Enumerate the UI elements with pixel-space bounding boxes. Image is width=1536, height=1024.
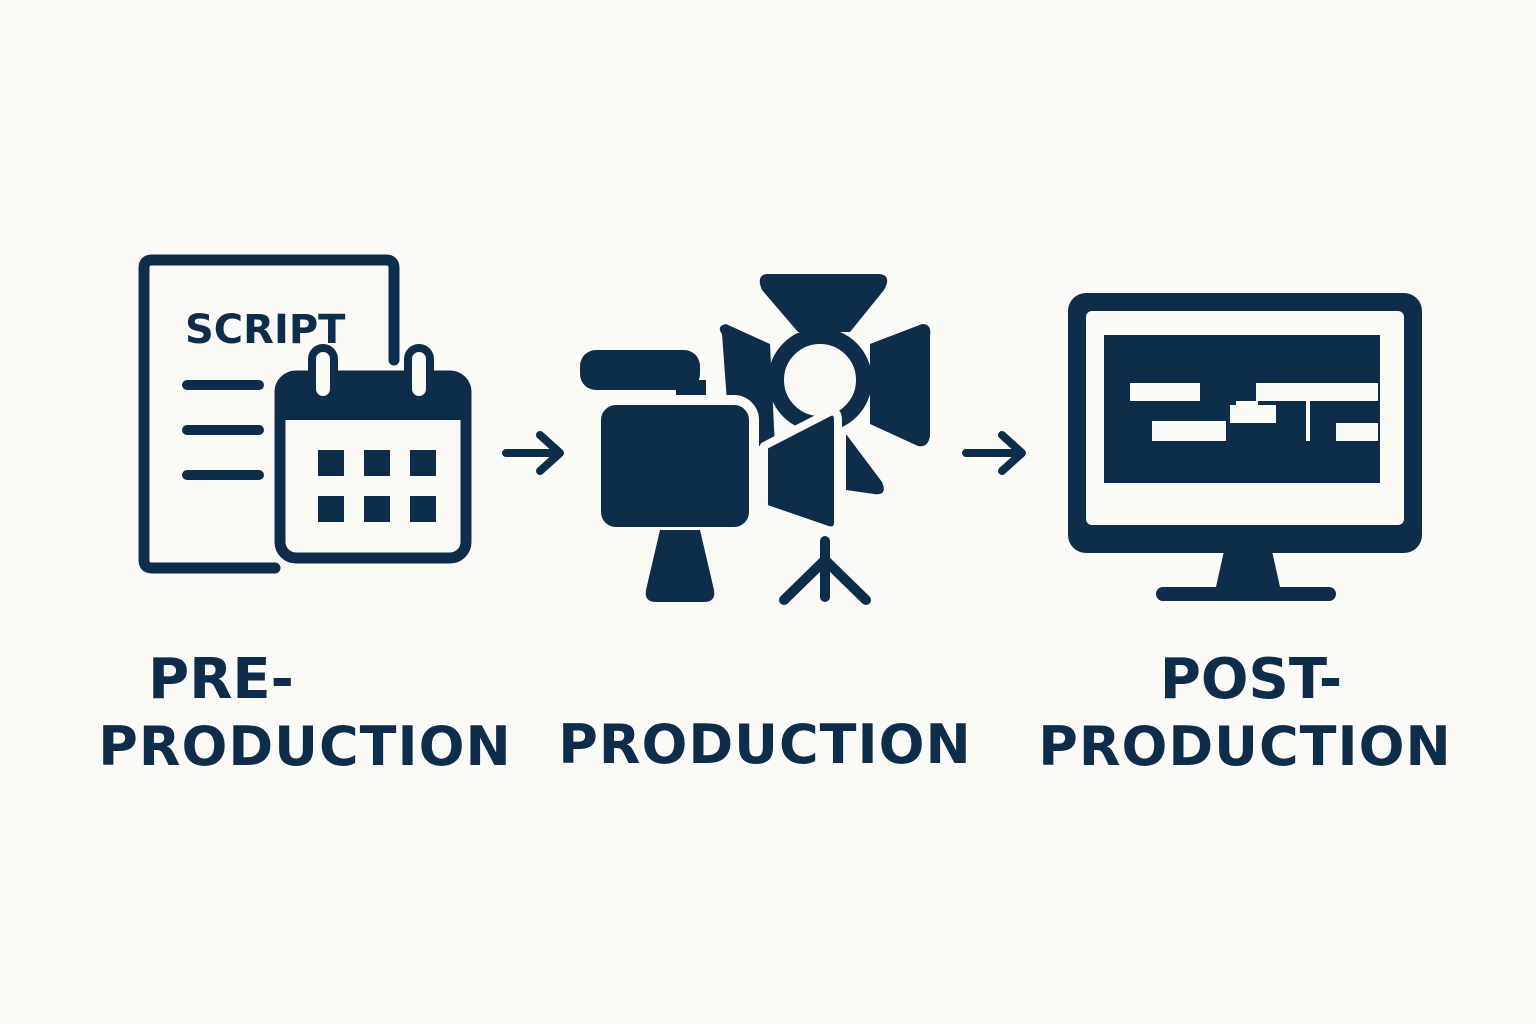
arrow-right-icon	[962, 431, 1026, 475]
script-calendar-icon: SCRIPT	[138, 254, 472, 574]
camera-and-light-icon	[580, 274, 931, 605]
stage-label-line: PRODUCTION	[558, 713, 972, 776]
editing-timeline	[1104, 335, 1380, 483]
stage-label-production: PRODUCTION	[540, 718, 990, 772]
stage-label-post-production: POST- PRODUCTION	[1010, 652, 1480, 774]
calendar-icon	[274, 344, 472, 564]
arrow-right-icon	[502, 431, 564, 475]
script-document-icon: SCRIPT	[138, 254, 400, 574]
stage-label-pre-production: PRE- PRODUCTION	[70, 652, 540, 774]
stage-label-line: PRE-	[148, 647, 294, 712]
stage-label-line: PRODUCTION	[98, 715, 512, 778]
video-camera-icon	[580, 350, 842, 602]
script-line	[182, 425, 264, 435]
stage-label-line: POST-	[1159, 647, 1343, 712]
editing-monitor-icon	[1068, 293, 1422, 601]
script-line	[182, 380, 264, 390]
script-line	[182, 470, 264, 480]
stage-label-line: PRODUCTION	[1038, 715, 1452, 778]
